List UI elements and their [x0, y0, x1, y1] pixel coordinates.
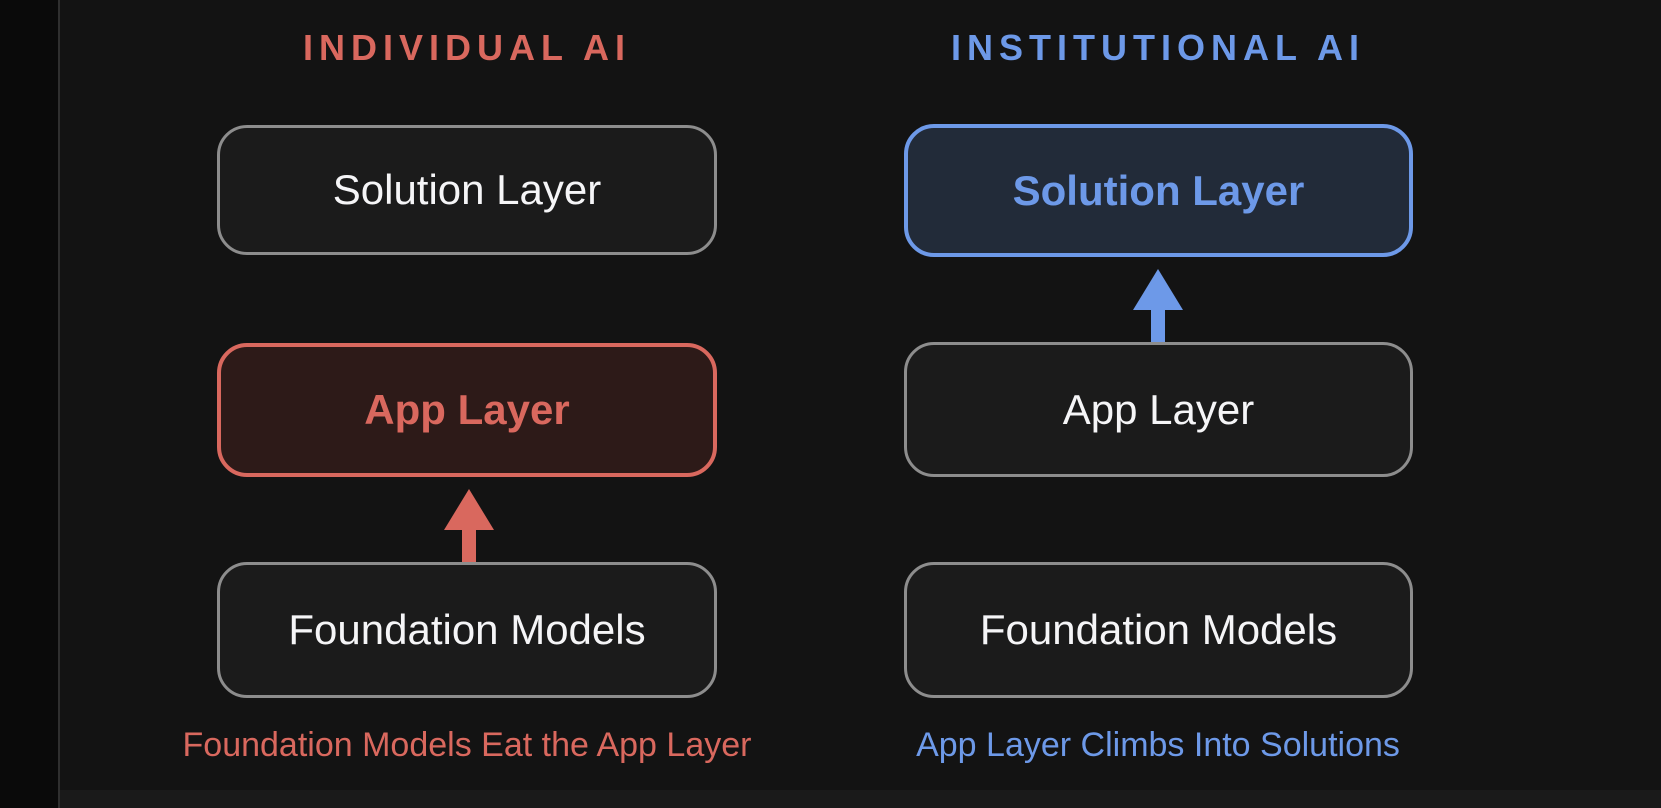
institutional-solution-layer-box: Solution Layer: [904, 124, 1413, 257]
institutional-solution-layer-label: Solution Layer: [1012, 166, 1305, 214]
left-edge-divider: [58, 0, 60, 808]
institutional-foundation-models-label: Foundation Models: [979, 606, 1338, 653]
institutional-ai-caption: App Layer Climbs Into Solutions: [916, 726, 1400, 764]
individual-ai-heading: INDIVIDUAL AI: [302, 27, 631, 68]
bottom-edge-band: [60, 790, 1661, 808]
institutional-app-layer-box: App Layer: [904, 342, 1413, 477]
individual-app-layer-box: App Layer: [217, 343, 717, 477]
individual-foundation-models-box: Foundation Models: [217, 562, 717, 698]
left-edge-strip: [0, 0, 58, 808]
individual-ai-caption: Foundation Models Eat the App Layer: [182, 726, 752, 764]
individual-foundation-models-label: Foundation Models: [288, 606, 646, 653]
institutional-ai-heading: INSTITUTIONAL AI: [951, 27, 1365, 68]
institutional-foundation-models-box: Foundation Models: [904, 562, 1413, 698]
individual-solution-layer-label: Solution Layer: [332, 166, 602, 213]
individual-app-layer-label: App Layer: [364, 386, 570, 433]
red-up-arrow-icon: [444, 489, 494, 563]
institutional-app-layer-label: App Layer: [1062, 385, 1255, 433]
blue-up-arrow-icon: [1133, 269, 1183, 343]
individual-solution-layer-box: Solution Layer: [217, 125, 717, 255]
